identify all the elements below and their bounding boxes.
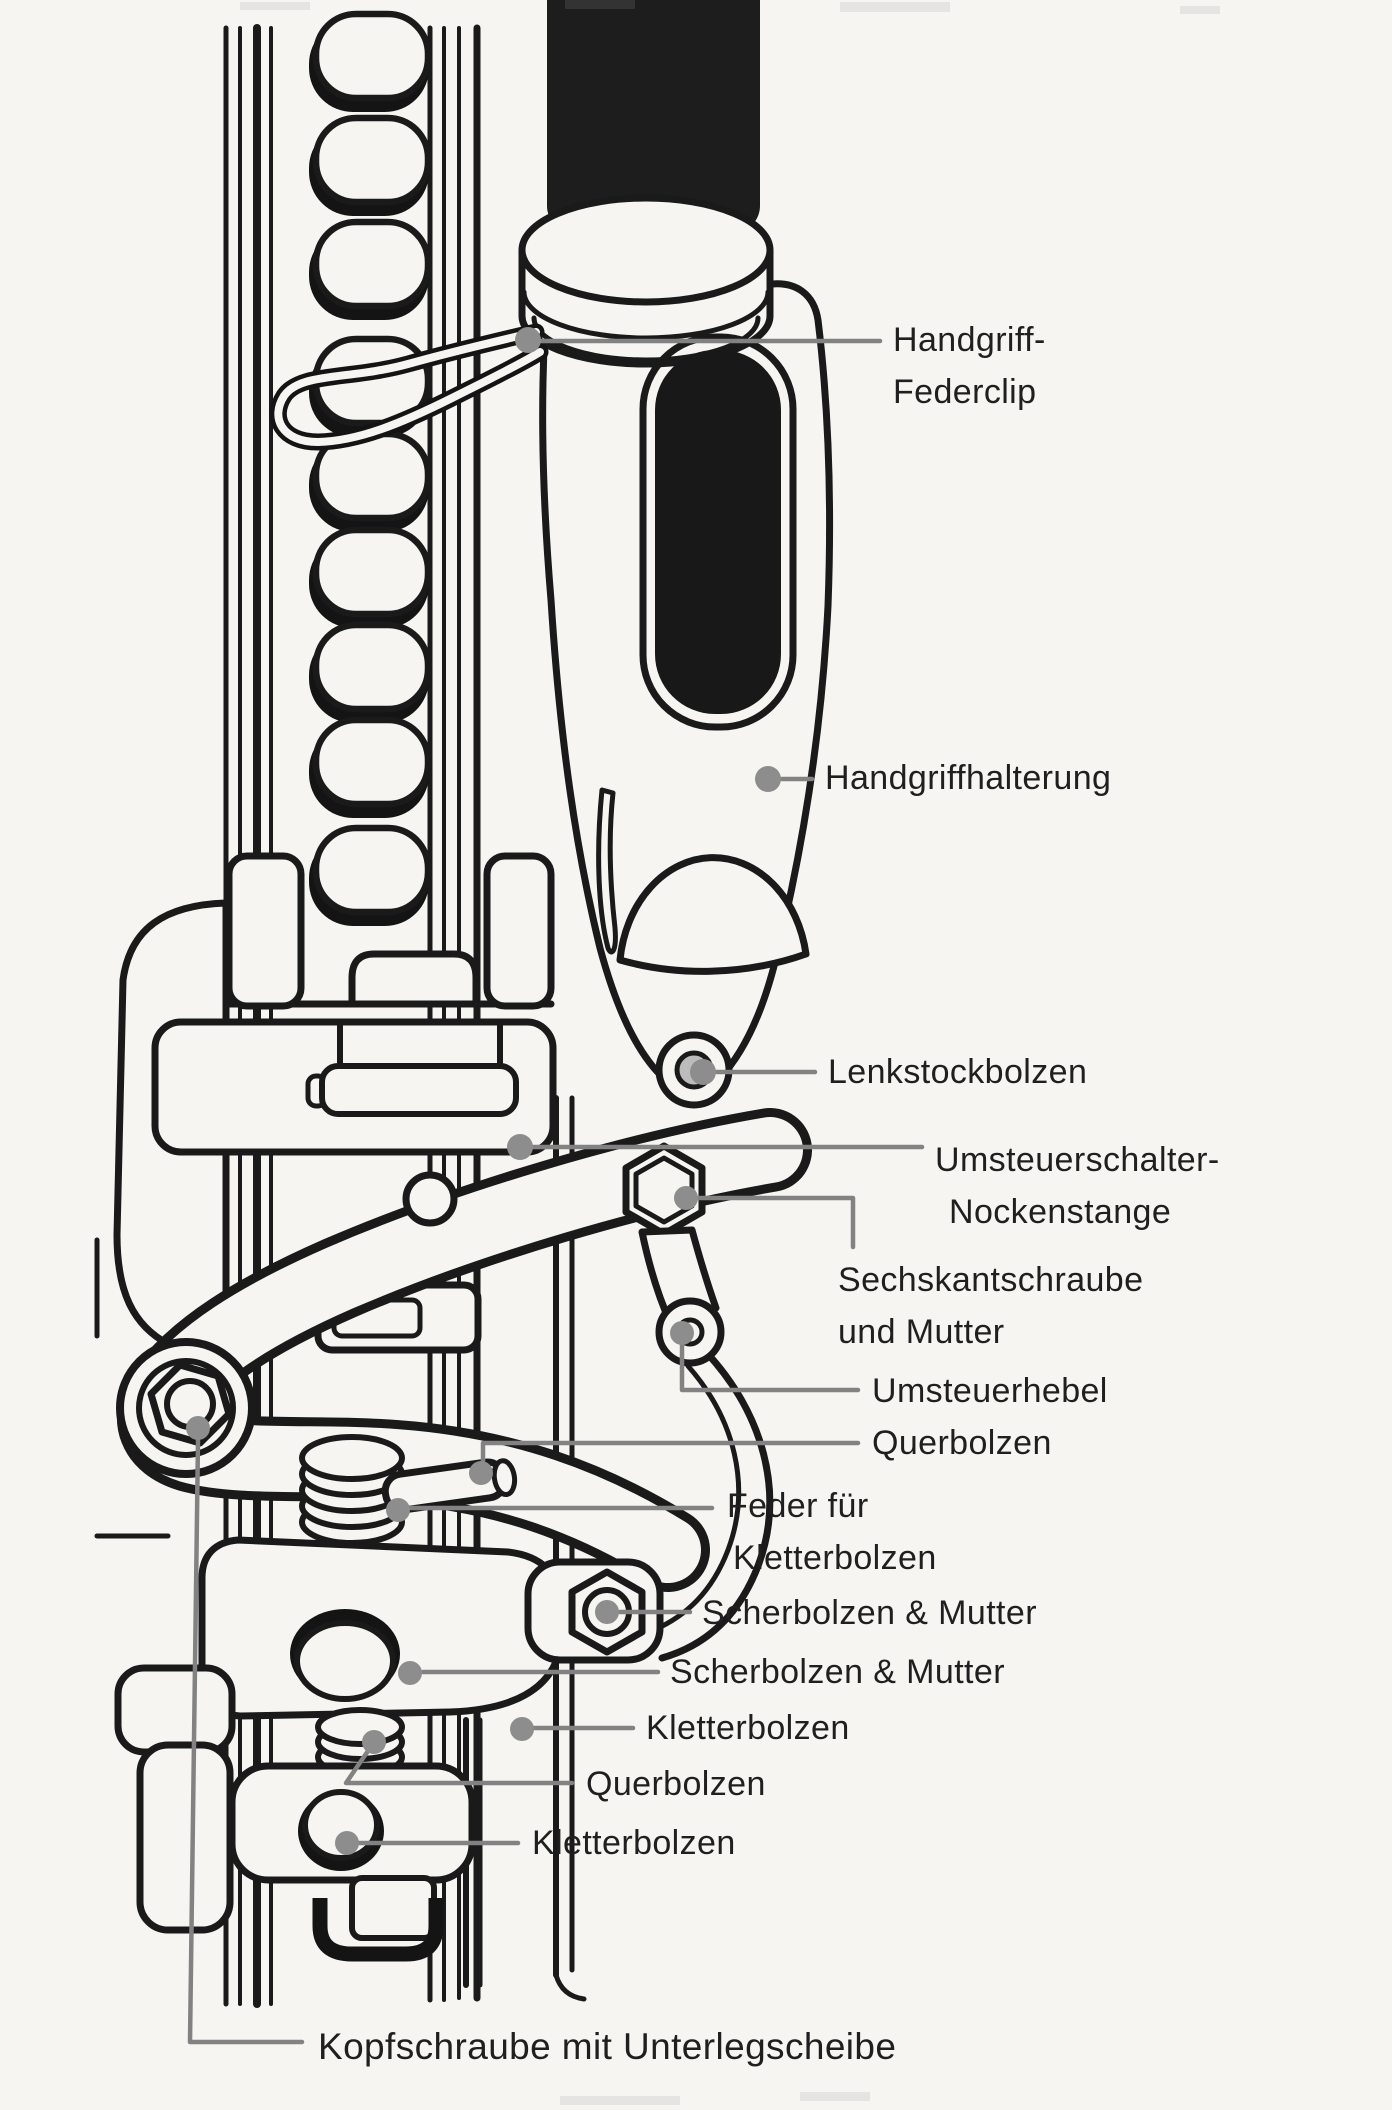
socket-dome	[616, 854, 810, 975]
handle-shaft	[547, 0, 760, 232]
bar-holes	[309, 10, 432, 926]
base-brackets	[114, 1664, 236, 1934]
callout-dot-scherbolzen-2	[398, 1661, 422, 1685]
callout-dot-handgriffhalterung	[755, 766, 781, 792]
label-lenkstockbolzen: Lenkstockbolzen	[828, 1053, 1088, 1091]
callout-dot-querbolzen-oben	[469, 1461, 493, 1485]
label-kletterbolzen-1: Kletterbolzen	[646, 1709, 850, 1747]
cam-notch-roller	[402, 1171, 458, 1227]
label-kopfschraube: Kopfschraube mit Unterlegscheibe	[318, 2026, 897, 2067]
callout-dot-umsteuerschalter	[507, 1134, 533, 1160]
leader-querbolzen-oben	[480, 1440, 861, 1464]
leader-querbolzen-unten	[343, 1745, 575, 1786]
callout-dot-scherbolzen-1	[595, 1600, 619, 1624]
callout-dot-querbolzen-unten	[362, 1730, 386, 1754]
leader-lines	[187, 338, 925, 2045]
socket-slot	[639, 333, 797, 731]
scan-smudges	[240, 0, 1220, 2105]
label-scherbolzen-mutter-2: Scherbolzen & Mutter	[670, 1653, 1005, 1691]
label-scherbolzen-mutter-1: Scherbolzen & Mutter	[702, 1594, 1037, 1632]
leader-kopfschraube	[187, 1437, 305, 2045]
callout-dot-kletterbolzen-2	[335, 1831, 359, 1855]
label-handgriff-federclip: Handgriff-Federclip	[893, 321, 1046, 411]
spring-clip-wire	[269, 323, 549, 451]
callout-dot-sechskantschraube	[674, 1186, 698, 1210]
lower-clamp	[228, 1762, 476, 1962]
callout-dot-umsteuerhebel	[670, 1321, 694, 1345]
callout-dot-lenkstockbolzen	[690, 1059, 716, 1085]
label-handgriffhalterung: Handgriffhalterung	[825, 759, 1112, 797]
callout-dot-handgriff-federclip	[515, 327, 541, 353]
callout-dots	[186, 327, 781, 1855]
pivot-boss	[116, 1338, 256, 1478]
clamp-plates	[151, 852, 557, 1354]
climb-pin-clamp	[198, 1536, 664, 1720]
label-umsteuerhebel: Umsteuerhebel	[872, 1372, 1108, 1410]
cam-rod-bar	[319, 1063, 519, 1117]
release-hook	[596, 787, 618, 955]
callout-dot-kopfschraube	[186, 1416, 210, 1440]
label-querbolzen-oben: Querbolzen	[872, 1424, 1052, 1462]
callout-dot-kletterbolzen-1	[510, 1717, 534, 1741]
callout-dot-feder	[386, 1498, 410, 1522]
label-kletterbolzen-2: Kletterbolzen	[532, 1824, 736, 1862]
leader-sechskantschraube	[695, 1195, 856, 1250]
label-umsteuerschalter-nockenstange: Umsteuerschalter-Nockenstange	[935, 1141, 1220, 1231]
label-querbolzen-unten: Querbolzen	[586, 1765, 766, 1803]
leader-umsteuerhebel	[679, 1342, 861, 1393]
